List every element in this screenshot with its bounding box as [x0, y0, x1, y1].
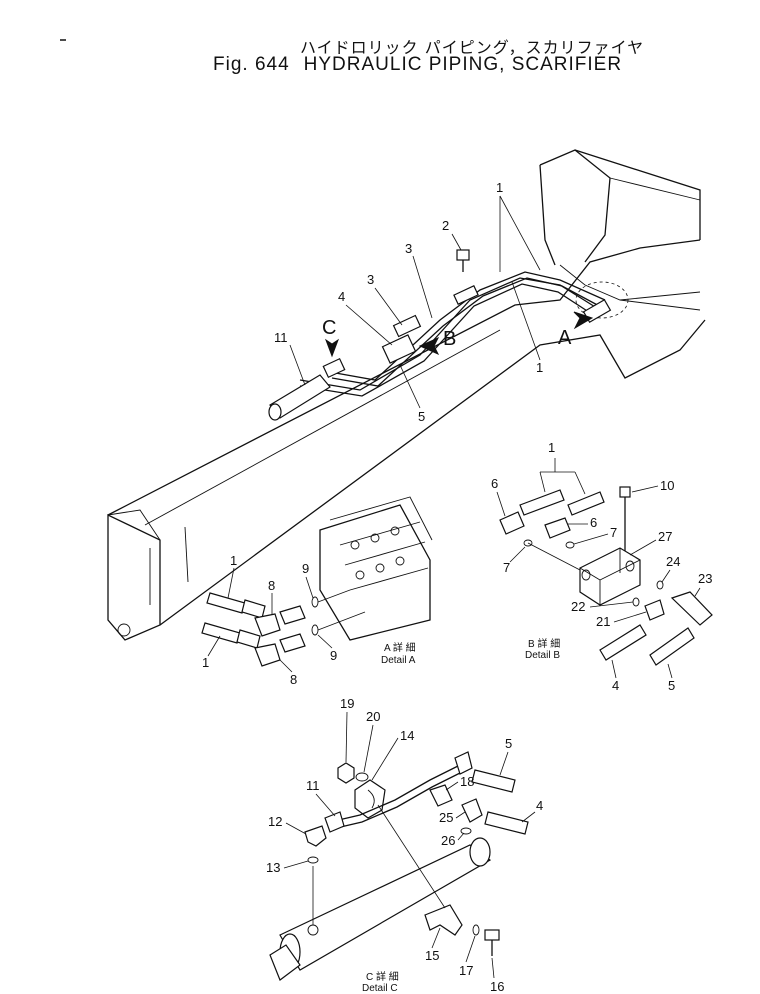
callout-b-22: 22 — [571, 599, 585, 614]
callout-main-3b: 3 — [367, 272, 374, 287]
detail-c-label-jp: C 詳 細 — [366, 970, 399, 983]
detail-c-label-en: Detail C — [362, 983, 398, 994]
callout-main-4: 4 — [338, 289, 345, 304]
callout-b-5: 5 — [668, 678, 675, 693]
callout-b-6: 6 — [491, 476, 498, 491]
callout-b-23: 23 — [698, 571, 712, 586]
callout-b-4: 4 — [612, 678, 619, 693]
detail-a-label-en: Detail A — [381, 655, 416, 666]
callout-main-3a: 3 — [405, 241, 412, 256]
view-label-a: A — [558, 327, 572, 349]
figure-number: Fig. 644 — [213, 54, 290, 75]
callout-c-11: 11 — [306, 778, 320, 793]
figure-title-text: HYDRAULIC PIPING, SCARIFIER — [303, 54, 623, 75]
callout-b-7b: 7 — [503, 560, 510, 575]
callout-a-9b: 9 — [330, 648, 337, 663]
callout-b-21: 21 — [596, 614, 610, 629]
title-japanese: ハイドロリック パイピング，スカリファイヤ — [300, 38, 645, 57]
callout-c-19: 19 — [340, 696, 354, 711]
callout-a-8: 8 — [268, 578, 275, 593]
machine-frame — [107, 149, 706, 641]
callout-a-1b: 1 — [202, 655, 209, 670]
detail-b-callouts: 1 6 10 6 7 27 7 24 23 22 21 4 — [491, 440, 712, 693]
callout-a-8b: 8 — [290, 672, 297, 687]
callout-b-10: 10 — [660, 478, 674, 493]
callout-c-16: 16 — [490, 979, 504, 994]
detail-c-callouts: 19 20 14 5 11 18 12 25 4 26 13 15 17 — [266, 696, 543, 994]
detail-b-label-en: Detail B — [525, 650, 560, 661]
callout-c-18: 18 — [460, 774, 474, 789]
callout-main-11: 11 — [274, 330, 288, 345]
detail-b-drawing: B 詳 細 Detail B — [499, 486, 713, 666]
callout-c-15: 15 — [425, 948, 439, 963]
view-arrows: A B C — [322, 311, 594, 358]
hydraulic-pipes-main — [268, 249, 612, 421]
callout-c-26: 26 — [441, 833, 455, 848]
callout-a-1: 1 — [230, 553, 237, 568]
callout-main-5: 5 — [418, 409, 425, 424]
callout-c-13: 13 — [266, 860, 280, 875]
view-label-b: B — [443, 328, 456, 350]
detail-a-drawing: A 詳 細 Detail A — [201, 496, 433, 667]
callout-c-17: 17 — [459, 963, 473, 978]
callout-c-25: 25 — [439, 810, 453, 825]
callout-b-27: 27 — [658, 529, 672, 544]
callout-main-2: 2 — [442, 218, 449, 233]
callout-b-7: 7 — [610, 525, 617, 540]
callout-c-4: 4 — [536, 798, 543, 813]
main-callouts: 1 2 3 3 4 5 1 11 — [274, 180, 543, 424]
callout-b-24: 24 — [666, 554, 680, 569]
callout-main-1: 1 — [496, 180, 503, 195]
callout-main-1b: 1 — [536, 360, 543, 375]
callout-c-5: 5 — [505, 736, 512, 751]
detail-a-callouts: 1 8 9 1 8 9 — [202, 553, 337, 687]
callout-c-14: 14 — [400, 728, 414, 743]
detail-c-drawing: C 詳 細 Detail C — [269, 751, 529, 994]
detail-b-label-jp: B 詳 細 — [528, 637, 560, 650]
detail-a-label-jp: A 詳 細 — [384, 641, 416, 654]
callout-a-9: 9 — [302, 561, 309, 576]
callout-c-12: 12 — [268, 814, 282, 829]
figure-title: Fig. 644 HYDRAULIC PIPING, SCARIFIER — [213, 54, 636, 76]
callout-c-20: 20 — [366, 709, 380, 724]
callout-b-1: 1 — [548, 440, 555, 455]
callout-b-6b: 6 — [590, 515, 597, 530]
view-label-c: C — [322, 317, 336, 339]
